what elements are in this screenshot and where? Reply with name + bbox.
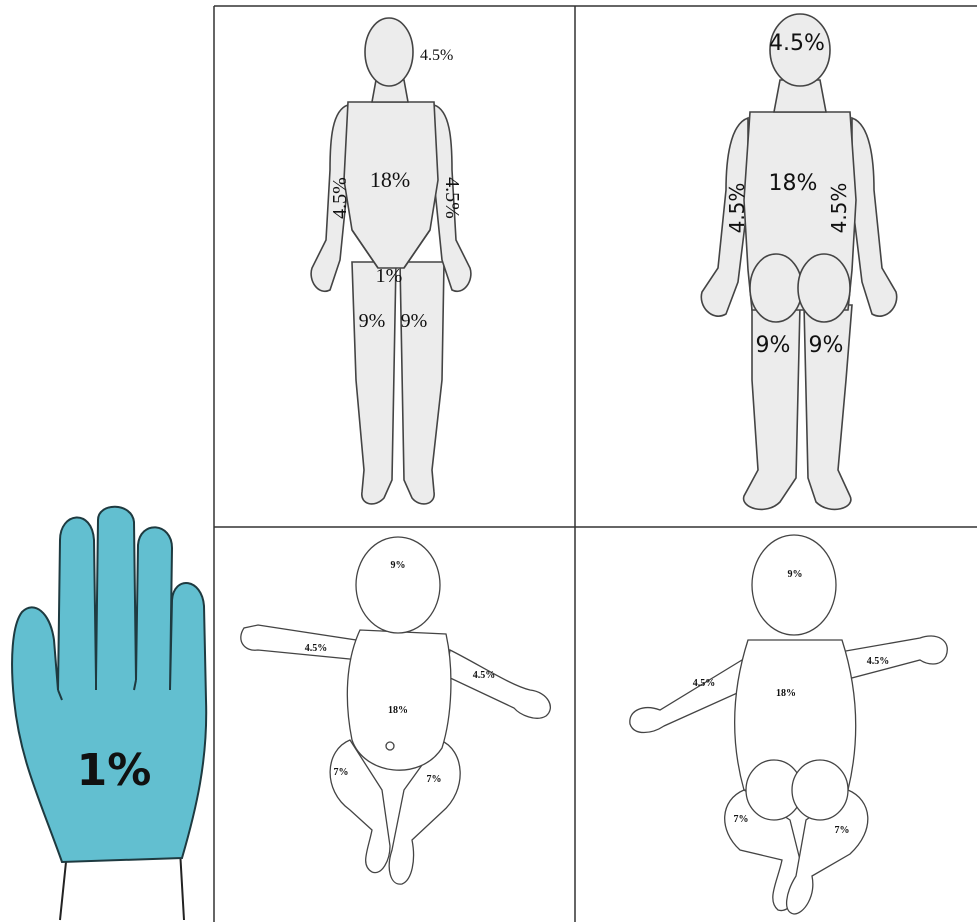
adult-back-head-label: 4.5% (769, 31, 825, 56)
palm-hand-figure: 1% (12, 507, 206, 920)
adult-front-head-label: 4.5% (420, 47, 453, 64)
adult-front-leg-right-label: 9% (359, 310, 386, 332)
infant-back-figure (630, 535, 947, 914)
adult-back-trunk-label: 18% (769, 171, 818, 196)
infant-front-arm-left-label: 4.5% (473, 670, 496, 681)
infant-back-trunk-label: 18% (776, 688, 796, 699)
adult-back-figure (701, 14, 896, 509)
adult-front-arm-right-label: 4.5% (329, 177, 351, 219)
infant-back-leg-right-label: 7% (835, 825, 850, 836)
adult-back-leg-left-label: 9% (809, 333, 844, 358)
infant-front-leg-right-label: 7% (334, 767, 349, 778)
infant-back-arm-right-label: 4.5% (867, 656, 890, 667)
infant-front-arm-right-label: 4.5% (305, 643, 328, 654)
adult-front-figure (311, 18, 471, 504)
adult-front-trunk-label: 18% (370, 167, 410, 192)
adult-front-leg-left-label: 9% (401, 310, 428, 332)
infant-front-trunk-label: 18% (388, 705, 408, 716)
infant-back-leg-left-label: 7% (734, 814, 749, 825)
adult-front-genital-label: 1% (376, 265, 403, 287)
adult-front-arm-left-label: 4.5% (441, 177, 463, 219)
infant-front-leg-left-label: 7% (427, 774, 442, 785)
hand-shape (12, 507, 206, 862)
infant-front-head-label: 9% (391, 560, 406, 571)
adult-back-leg-right-label: 9% (756, 333, 791, 358)
infant-back-head-label: 9% (788, 569, 803, 580)
infant-back-arm-left-label: 4.5% (693, 678, 716, 689)
adult-back-arm-left-label: 4.5% (827, 183, 851, 234)
hand-percent-label: 1% (77, 745, 152, 796)
adult-back-arm-right-label: 4.5% (725, 183, 749, 234)
